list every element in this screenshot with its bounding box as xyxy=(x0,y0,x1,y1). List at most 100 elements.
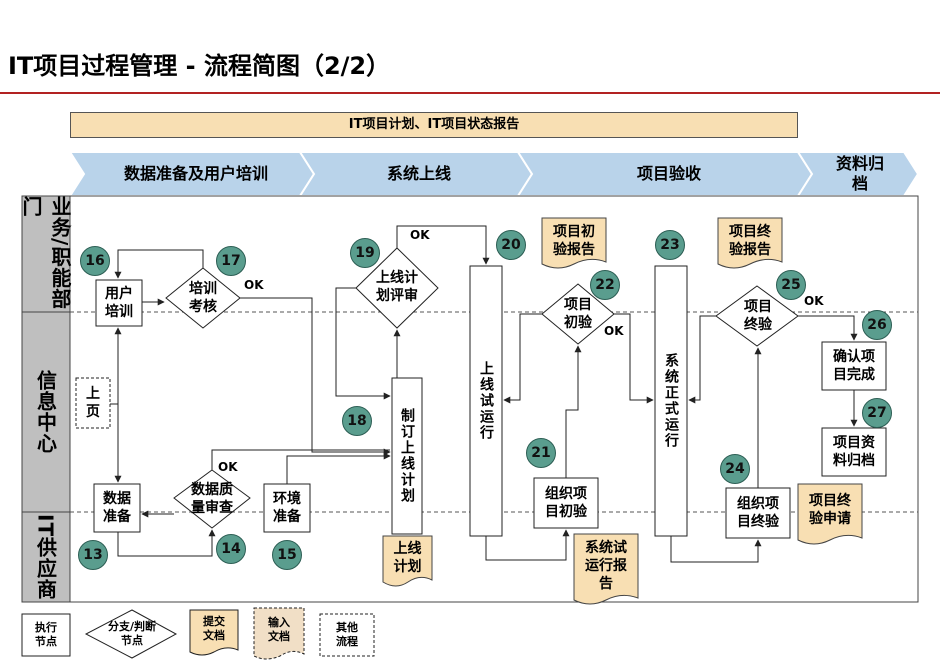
phase-data-prep-training: 数据准备及用户培训 xyxy=(123,164,268,183)
edge-formal-to-org xyxy=(670,536,762,563)
lane-label-bg-info xyxy=(21,311,71,513)
rect-trial-run xyxy=(469,265,503,537)
node-trial-run: 上线试运行 xyxy=(478,361,494,441)
step-number-19: 19 xyxy=(350,238,380,268)
doc-golive-plan: 上线 计划 xyxy=(393,541,422,575)
step-number-21: 21 xyxy=(526,438,556,468)
ok-label-final: OK xyxy=(804,294,824,308)
edge-final-ok xyxy=(798,315,858,341)
node-make-golive-plan: 制订上线计划 xyxy=(399,408,415,504)
node-env-prep: 环境 准备 xyxy=(273,491,301,525)
step-number-24: 24 xyxy=(720,454,750,484)
edge-review-revise xyxy=(335,287,391,400)
lane-label-bg-business xyxy=(21,195,71,313)
node-project-archive: 项目资 料归档 xyxy=(833,435,875,469)
rect-env-prep xyxy=(263,483,311,533)
rect-archive xyxy=(821,427,887,477)
phase-acceptance: 项目验收 xyxy=(636,164,701,183)
title-divider xyxy=(0,92,940,94)
doc-shape-final-report xyxy=(717,217,783,269)
edge-review-fail xyxy=(211,449,390,470)
ok-label-quality: OK xyxy=(218,460,238,474)
rect-org-initial xyxy=(533,477,599,529)
legend-shape-input xyxy=(253,607,305,660)
doc-shape-golive-plan xyxy=(382,535,433,587)
diamond-data-quality xyxy=(173,469,251,529)
phase-archive: 资料归 档 xyxy=(835,154,884,193)
step-number-14: 14 xyxy=(216,534,246,564)
node-user-training: 用户 培训 xyxy=(105,286,133,320)
doc-final-acceptance-request: 项目终 验申请 xyxy=(809,493,851,527)
node-data-prep: 数据 准备 xyxy=(103,491,131,525)
legend-submit-doc: 提交 文档 xyxy=(203,615,225,642)
doc-trial-run-report: 系统试 运行报 告 xyxy=(585,540,627,592)
diamond-golive-review xyxy=(355,247,439,329)
lane-label-it-vendor: IT供应商 xyxy=(33,513,58,601)
node-formal-run: 系统正式运行 xyxy=(663,353,679,449)
edge-env-to-plan xyxy=(286,452,391,484)
edge-review-ok xyxy=(396,225,490,265)
node-org-final-acceptance: 组织项 目终验 xyxy=(737,496,779,530)
node-previous-page: 上 页 xyxy=(86,386,100,420)
step-number-13: 13 xyxy=(78,540,108,570)
step-number-20: 20 xyxy=(496,230,526,260)
rect-page-ref xyxy=(75,377,111,429)
ok-label-initial: OK xyxy=(604,324,624,338)
ok-label-assessment: OK xyxy=(244,278,264,292)
lane-label-info-center: 信息中心 xyxy=(33,370,58,454)
page-title: IT项目过程管理 - 流程简图（2/2） xyxy=(8,52,391,80)
step-number-18: 18 xyxy=(342,406,372,436)
node-project-final-acceptance: 项目 终验 xyxy=(744,299,772,333)
node-golive-plan-review: 上线计 划评审 xyxy=(376,270,418,304)
doc-shape-trial-report xyxy=(573,533,639,605)
step-number-26: 26 xyxy=(862,310,892,340)
lane-label-bg-vendor xyxy=(21,511,71,603)
legend-input-doc: 输入 文档 xyxy=(268,616,290,643)
step-number-15: 15 xyxy=(272,540,302,570)
edge-org-initial-up xyxy=(565,345,582,478)
ok-label-review: OK xyxy=(410,228,430,242)
doc-shape-initial-report xyxy=(541,217,607,269)
legend-shape-branch xyxy=(84,609,178,659)
doc-final-acceptance-report: 项目终 验报告 xyxy=(729,224,771,258)
edge-assessment-ok xyxy=(240,297,391,456)
plan-status-banner: IT项目计划、IT项目状态报告 xyxy=(70,112,798,138)
step-number-17: 17 xyxy=(216,246,246,276)
edge-initial-ok xyxy=(614,313,654,404)
node-training-assessment: 培训 考核 xyxy=(189,281,217,315)
edge-dataprep-to-quality xyxy=(117,529,216,557)
phase-chevrons xyxy=(68,151,920,197)
rect-make-plan xyxy=(391,377,423,535)
rect-user-training xyxy=(95,279,143,327)
step-number-23: 23 xyxy=(655,230,685,260)
diamond-initial-acceptance xyxy=(541,283,615,345)
node-project-initial-acceptance: 项目 初验 xyxy=(564,297,592,331)
phase-golive: 系统上线 xyxy=(386,164,451,183)
lane-label-business: 业务/职能部门 xyxy=(19,196,72,310)
doc-initial-acceptance-report: 项目初 验报告 xyxy=(553,224,595,258)
step-number-27: 27 xyxy=(862,398,892,428)
node-confirm-project-complete: 确认项 目完成 xyxy=(833,349,875,383)
step-number-22: 22 xyxy=(590,270,620,300)
legend-shape-exec xyxy=(21,613,71,657)
node-data-quality-review: 数据质 量审查 xyxy=(191,482,233,516)
legend-shape-other xyxy=(319,613,375,657)
doc-shape-final-request xyxy=(797,483,863,545)
rect-data-prep xyxy=(93,483,141,533)
diamond-training-assessment xyxy=(165,267,241,329)
rect-org-final xyxy=(725,487,791,539)
step-number-25: 25 xyxy=(776,270,806,300)
edge-initial-fail xyxy=(503,313,542,404)
legend-exec-node: 执行 节点 xyxy=(35,621,57,648)
rect-formal-run xyxy=(654,265,688,537)
step-number-16: 16 xyxy=(80,246,110,276)
legend-shape-submit xyxy=(189,609,239,656)
legend-branch-node: 分支/判断 节点 xyxy=(107,620,157,647)
diamond-final-acceptance xyxy=(715,285,799,347)
legend-other-flow: 其他 流程 xyxy=(336,621,358,648)
edge-assessment-fail xyxy=(114,249,204,279)
node-org-initial-acceptance: 组织项 目初验 xyxy=(545,486,587,520)
edge-trial-to-org xyxy=(485,529,570,561)
edge-final-fail xyxy=(688,315,716,404)
